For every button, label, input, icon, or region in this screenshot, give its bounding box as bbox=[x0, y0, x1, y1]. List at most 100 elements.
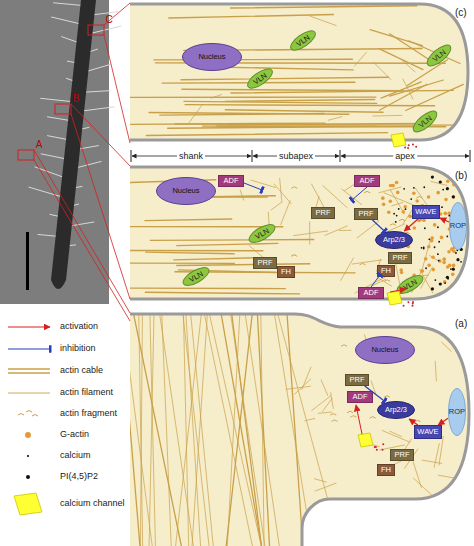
calcium-dot bbox=[403, 305, 405, 307]
protein-label: PRF bbox=[350, 376, 365, 384]
g-actin-dot bbox=[446, 179, 450, 183]
pip2-dot bbox=[452, 268, 455, 271]
panel-callout: A bbox=[34, 140, 45, 150]
protein-label: Arp2/3 bbox=[383, 236, 405, 244]
actin-filament bbox=[374, 62, 391, 79]
protein-box: WAVE bbox=[412, 205, 440, 219]
actin-filament bbox=[286, 386, 310, 389]
legend-label: activation bbox=[60, 322, 98, 331]
actin-filament bbox=[361, 441, 379, 446]
root-hair bbox=[63, 222, 94, 227]
connectors bbox=[365, 218, 449, 425]
actin-filament bbox=[390, 431, 401, 436]
actin-filament bbox=[318, 412, 331, 413]
actin-filament bbox=[339, 230, 351, 231]
pip2-dot bbox=[431, 175, 434, 178]
g-actin-dot bbox=[412, 191, 416, 195]
actin-cable bbox=[257, 313, 269, 546]
actin-filament bbox=[439, 436, 443, 465]
actin-fragment bbox=[347, 411, 353, 413]
calcium-channel bbox=[358, 433, 373, 447]
g-actin-dot bbox=[422, 218, 426, 222]
calcium-dot bbox=[463, 191, 465, 193]
actin-cable bbox=[185, 105, 435, 106]
protein-box: PRF bbox=[390, 449, 414, 461]
actin-fragment bbox=[291, 255, 297, 257]
actin-filament bbox=[413, 462, 421, 488]
g-actin-dot bbox=[444, 198, 448, 202]
actin-filament bbox=[403, 79, 413, 99]
legend-fragment bbox=[18, 414, 24, 416]
g-actin-dot bbox=[433, 223, 437, 227]
activation-arrow bbox=[440, 218, 449, 222]
pip2-dot bbox=[456, 258, 459, 261]
calcium-dot bbox=[421, 247, 423, 249]
actin-filament bbox=[325, 226, 347, 235]
actin-fragment bbox=[399, 219, 405, 221]
node-rect bbox=[348, 392, 373, 403]
zoom-leader bbox=[104, 35, 130, 143]
panel-callout: B bbox=[71, 94, 82, 104]
actin-cable bbox=[150, 239, 313, 241]
calcium-dot bbox=[441, 206, 443, 208]
panel-callout: C bbox=[103, 15, 114, 25]
protein-box: ADF bbox=[358, 287, 384, 299]
g-actin-dot bbox=[440, 236, 444, 240]
legend-label: actin fragment bbox=[60, 409, 117, 418]
actin-filament bbox=[162, 313, 171, 546]
actin-filament bbox=[429, 255, 440, 262]
nucleus-ellipse: Nucleus bbox=[182, 43, 242, 71]
legend-label: PI(4,5)P2 bbox=[60, 472, 98, 481]
node-ellipse bbox=[356, 337, 415, 364]
actin-cable bbox=[184, 101, 377, 103]
g-actin-dot bbox=[431, 256, 435, 260]
actin-fragment bbox=[416, 196, 422, 198]
root-hair bbox=[66, 78, 79, 83]
root-hair bbox=[78, 91, 110, 93]
calcium-dot bbox=[444, 282, 446, 284]
node-rect bbox=[278, 267, 295, 278]
g-actin-dot bbox=[430, 239, 434, 243]
g-actin-dot bbox=[446, 265, 450, 269]
cell-wall bbox=[130, 4, 468, 140]
calcium-channel bbox=[387, 291, 402, 305]
protein-box: WAVE bbox=[414, 425, 442, 439]
g-actin-dot bbox=[443, 212, 447, 216]
cell-wall bbox=[130, 167, 468, 299]
pip2-dot bbox=[439, 180, 442, 183]
bracket-tick bbox=[252, 150, 253, 162]
panel-label: (a) bbox=[455, 319, 467, 329]
node-ellipse bbox=[424, 41, 454, 69]
actin-filament bbox=[150, 313, 156, 546]
actin-filament bbox=[321, 380, 328, 396]
legend-fragment bbox=[26, 411, 32, 413]
panel-label: (c) bbox=[455, 8, 467, 18]
actin-cable bbox=[379, 49, 423, 70]
calcium-dot bbox=[410, 198, 412, 200]
actin-cable bbox=[145, 219, 232, 221]
actin-cable bbox=[145, 292, 299, 294]
legend-filament bbox=[8, 393, 50, 394]
root-hair bbox=[83, 49, 98, 54]
g-actin-dot bbox=[451, 273, 455, 277]
actin-filament bbox=[305, 418, 315, 420]
legend-dot bbox=[25, 432, 31, 438]
g-actin-dot bbox=[396, 191, 400, 195]
node-rect bbox=[378, 465, 395, 476]
actin-filament bbox=[331, 393, 334, 409]
actin-cable bbox=[128, 250, 263, 252]
actin-cable bbox=[221, 313, 261, 546]
actin-fragment bbox=[384, 280, 390, 282]
g-actin-dot bbox=[421, 269, 425, 273]
calcium-dot bbox=[393, 213, 395, 215]
complex-ellipse: Arp2/3 bbox=[377, 401, 415, 419]
calcium-dot bbox=[450, 268, 452, 270]
actin-filament bbox=[310, 16, 337, 26]
protein-label: ADF bbox=[364, 289, 379, 297]
protein-label: PRF bbox=[393, 254, 408, 262]
root-hair bbox=[80, 64, 110, 73]
actin-cable bbox=[232, 313, 262, 546]
calcium-dot bbox=[396, 215, 398, 217]
actin-fragment bbox=[384, 396, 390, 398]
